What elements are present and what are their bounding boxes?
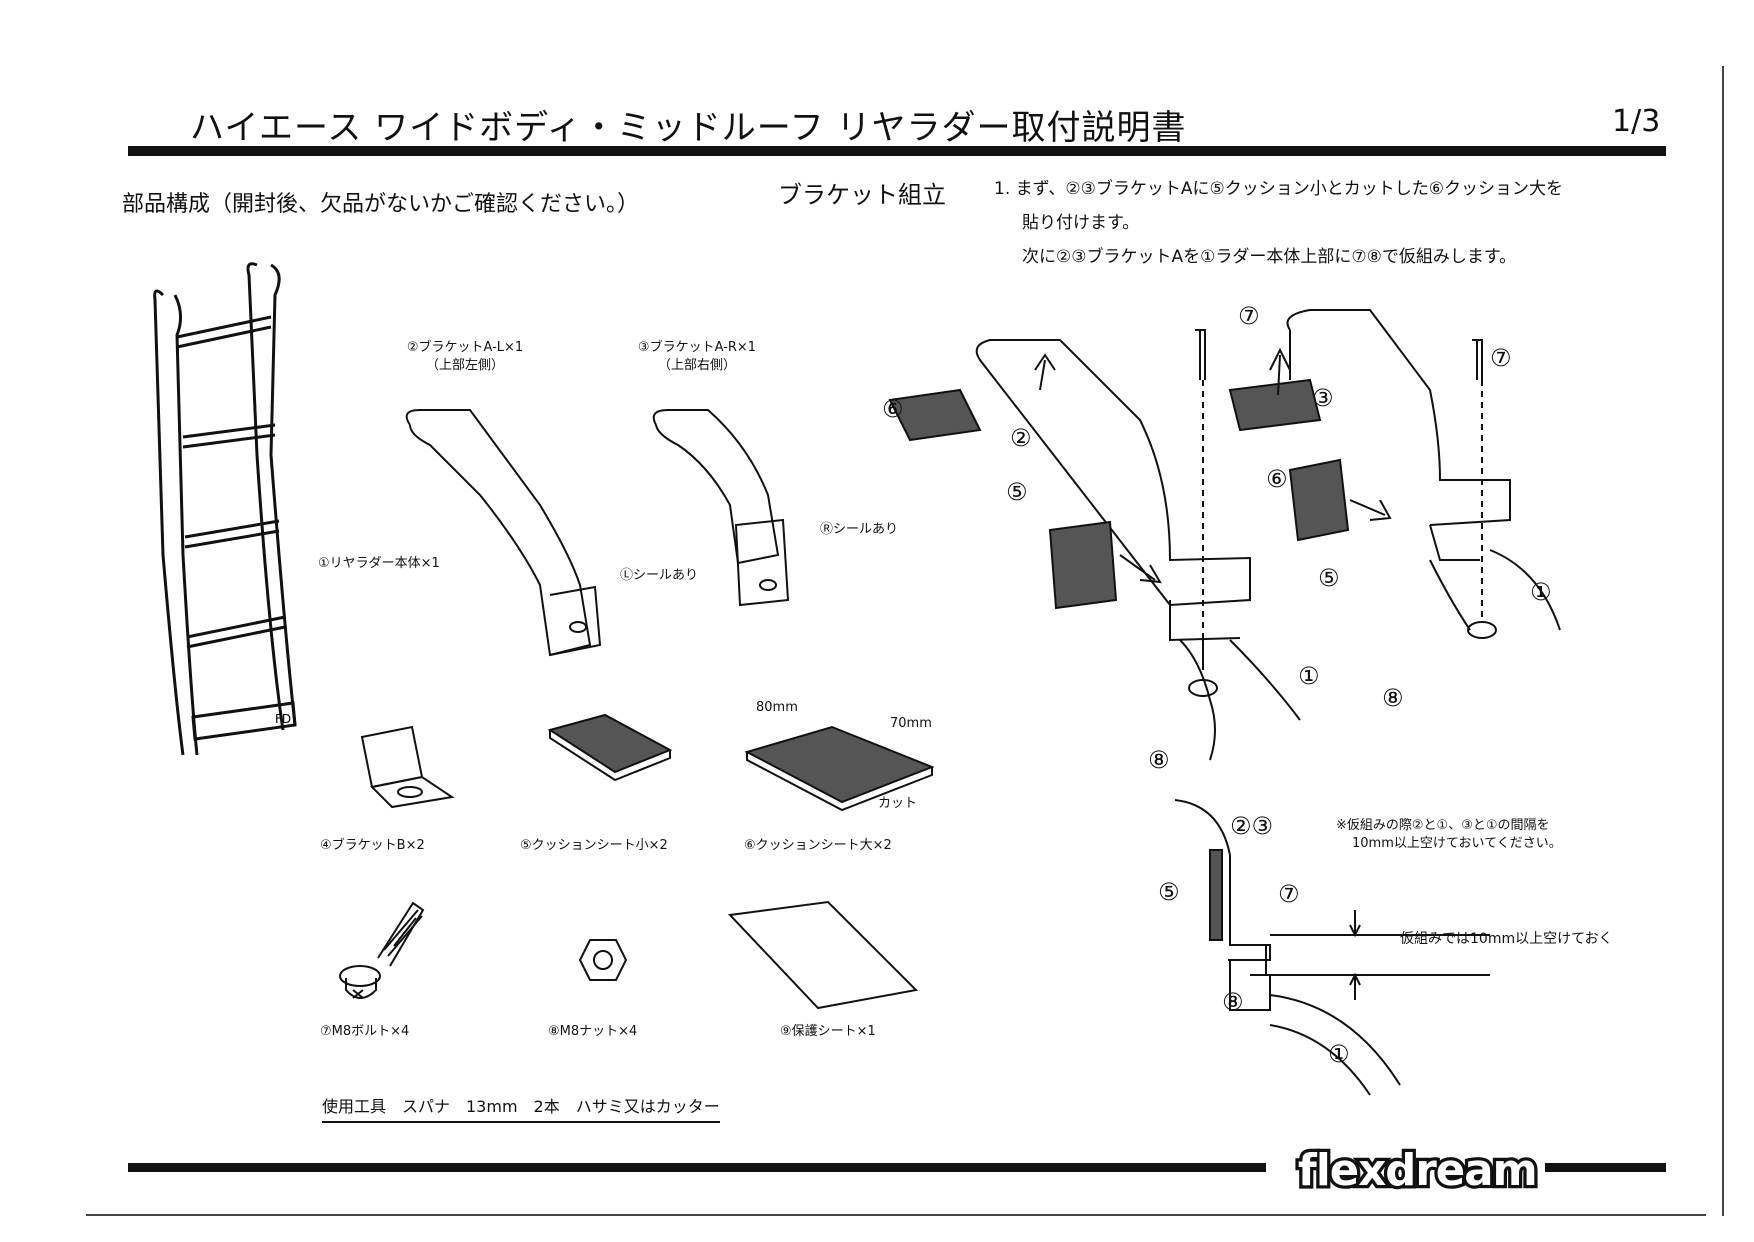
bracket-al-illustration [405, 409, 602, 657]
bracket-ar-seal-label: Ⓡシールあり [820, 522, 899, 537]
footer-rule-right [1545, 1163, 1666, 1172]
sheet-label: ⑨保護シート×1 [780, 1024, 876, 1039]
callout-1-detail: ① [1328, 1040, 1350, 1068]
note-line2: 10mm以上空けておいてください。 [1352, 836, 1562, 851]
step1-line2: 貼り付けます。 [1022, 213, 1140, 233]
callout-6-right: ⑥ [1266, 465, 1288, 493]
page-bottom-line [86, 1214, 1706, 1216]
bracket-ar-label: ③ブラケットA-R×1 [637, 340, 757, 355]
cushion-large-label: ⑥クッションシート大×2 [744, 838, 892, 853]
nut-illustration [578, 939, 628, 981]
cushion-large-illustration [744, 725, 935, 812]
callout-7-left: ⑦ [1238, 302, 1260, 330]
cushion-small-label: ⑤クッションシート小×2 [520, 838, 668, 853]
gap-note: 仮組みでは10mm以上空けておく [1400, 931, 1613, 947]
callout-7-detail: ⑦ [1278, 880, 1300, 908]
bolt-illustration [339, 901, 425, 999]
bracket-ar-illustration [652, 409, 790, 607]
bracket-b-label: ④ブラケットB×2 [320, 838, 425, 853]
document-title: ハイエース ワイドボディ・ミッドルーフ リヤラダー取付説明書 [190, 108, 1187, 148]
page-right-line [1722, 66, 1724, 1216]
assembly-diagram [888, 309, 1561, 761]
detail-section-diagram [1174, 799, 1490, 1096]
callout-1-right: ① [1530, 578, 1552, 606]
page-number: 1/3 [1612, 104, 1661, 139]
ladder-label: ①リヤラダー本体×1 [318, 556, 440, 571]
bracket-al-sublabel: （上部左側） [425, 358, 504, 373]
footer-rule-left [128, 1163, 1266, 1172]
bracket-ar-sublabel: （上部右側） [657, 358, 736, 373]
callout-5-detail: ⑤ [1158, 878, 1180, 906]
cushion-cut-label: カット [878, 796, 918, 811]
callout-3: ③ [1312, 384, 1334, 412]
note-line1: ※仮組みの際②と①、③と①の間隔を [1336, 818, 1550, 833]
callout-1-left: ① [1298, 662, 1320, 690]
assembly-heading: ブラケット組立 [778, 181, 946, 209]
bracket-al-seal-label: Ⓛシールあり [620, 568, 699, 583]
callout-8-left: ⑧ [1148, 746, 1170, 774]
callout-6-left: ⑥ [882, 395, 904, 423]
step1-line1: 1. まず、②③ブラケットAに⑤クッション小とカットした⑥クッション大を [994, 179, 1564, 199]
header-rule [128, 146, 1666, 156]
bracket-b-illustration [360, 725, 455, 809]
cushion-large-width: 80mm [756, 700, 798, 715]
tools-line: 使用工具 スパナ 13mm 2本 ハサミ又はカッター [322, 1093, 720, 1123]
svg-text:flexdream: flexdream [1298, 1146, 1537, 1196]
nut-label: ⑧M8ナット×4 [548, 1024, 638, 1039]
bolt-label: ⑦M8ボルト×4 [320, 1024, 410, 1039]
cushion-large-height: 70mm [890, 716, 932, 731]
step1-line3: 次に②③ブラケットAを①ラダー本体上部に⑦⑧で仮組みします。 [1022, 247, 1517, 267]
callout-2: ② [1010, 424, 1032, 452]
callout-5-left: ⑤ [1006, 478, 1028, 506]
callout-5-right: ⑤ [1318, 564, 1340, 592]
cushion-small-illustration [547, 713, 673, 782]
ladder-illustration: FD [153, 262, 297, 756]
callout-8-detail: ⑧ [1222, 988, 1244, 1016]
flexdream-logo: flexdream [1295, 1143, 1541, 1200]
callout-23: ②③ [1230, 812, 1274, 840]
sheet-illustration [727, 900, 919, 1010]
svg-text:FD: FD [275, 712, 291, 726]
callout-8-right: ⑧ [1382, 684, 1404, 712]
callout-7-right: ⑦ [1490, 344, 1512, 372]
parts-heading: 部品構成（開封後、欠品がないかご確認ください。） [122, 192, 640, 217]
bracket-al-label: ②ブラケットA-L×1 [406, 340, 524, 355]
